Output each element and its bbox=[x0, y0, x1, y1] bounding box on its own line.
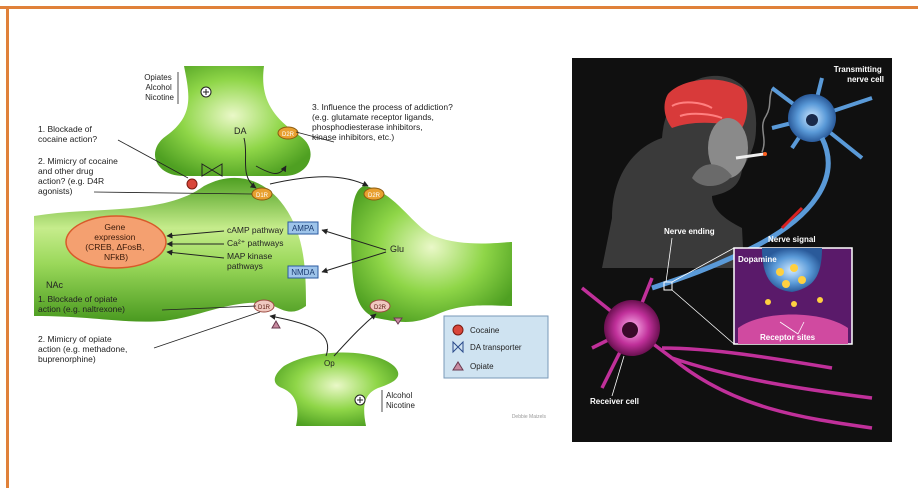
dopamine-label: DA bbox=[234, 126, 247, 136]
nerve-illustration: Transmitting nerve cell Nerve ending Ner… bbox=[572, 58, 892, 442]
legend-transporter-label: DA transporter bbox=[470, 343, 522, 352]
synapse-diagram-svg: Gene expression (CREB, ΔFosB, NFkB) cAMP… bbox=[34, 66, 554, 426]
d-label: D2R bbox=[368, 193, 381, 199]
cocaine-mimicry-line-2: and other drug bbox=[38, 166, 94, 176]
nerve-signal-label: Nerve signal bbox=[768, 235, 816, 244]
top-input-alcohol: Alcohol bbox=[146, 83, 172, 92]
credit-text: Debbie Maizels bbox=[512, 414, 547, 420]
gene-line-4: NFkB) bbox=[104, 252, 128, 262]
ampa-label: AMPA bbox=[292, 224, 315, 233]
nac-label: NAc bbox=[46, 280, 64, 290]
opiate-blockade-line-1: 1. Blockade of opiate bbox=[38, 294, 118, 304]
pathway-camp: cAMP pathway bbox=[227, 225, 284, 235]
gene-line-3: (CREB, ΔFosB, bbox=[85, 242, 144, 252]
glu-label: Glu bbox=[390, 244, 404, 254]
top-input-nicotine: Nicotine bbox=[145, 93, 174, 102]
cocaine-mimicry-line-3: action? (e.g. D4R bbox=[38, 176, 104, 186]
pathway-map-2: pathways bbox=[227, 261, 263, 271]
opiate-blockade-line-2: action (e.g. naltrexone) bbox=[38, 304, 125, 314]
bottom-input-nicotine: Nicotine bbox=[386, 401, 415, 410]
d-label: D2R bbox=[374, 305, 387, 311]
svg-text:Alcohol Nicotine: Alcohol Nicotine bbox=[386, 391, 415, 410]
frame-top-border bbox=[0, 6, 918, 9]
cocaine-blockade-line-1: 1. Blockade of bbox=[38, 124, 93, 134]
cocaine-molecule-icon bbox=[187, 179, 197, 189]
svg-text:1. Blockade of opiate acti: 1. Blockade of opiate action (e.g. naltr… bbox=[38, 294, 125, 314]
top-input-opiates: Opiates bbox=[144, 73, 172, 82]
dopamine-label: Dopamine bbox=[738, 255, 777, 264]
d-label: D2R bbox=[282, 132, 295, 138]
cocaine-mimicry-line-1: 2. Mimicry of cocaine bbox=[38, 156, 118, 166]
receptor-sites-label: Receptor sites bbox=[760, 333, 816, 342]
addiction-influence-line-3: phosphodiesterase inhibitors, bbox=[312, 122, 423, 132]
transmitting-label-1: Transmitting bbox=[834, 65, 882, 74]
synapse-diagram: Gene expression (CREB, ΔFosB, NFkB) cAMP… bbox=[34, 66, 554, 426]
nerve-ending-label: Nerve ending bbox=[664, 227, 715, 236]
d-label: D1R bbox=[256, 193, 269, 199]
cocaine-mimicry-line-4: agonists) bbox=[38, 186, 73, 196]
cocaine-blockade-line-2: cocaine action? bbox=[38, 134, 97, 144]
opiate-mimicry-line-1: 2. Mimicry of opiate bbox=[38, 334, 112, 344]
op-label: Op bbox=[324, 359, 335, 368]
bottom-terminal bbox=[275, 353, 399, 427]
d-label: D1R bbox=[258, 305, 271, 311]
bottom-input-alcohol: Alcohol bbox=[386, 391, 412, 400]
legend-cocaine-label: Cocaine bbox=[470, 326, 500, 335]
legend-opiate-label: Opiate bbox=[470, 362, 494, 371]
transmitting-label-2: nerve cell bbox=[847, 75, 884, 84]
svg-text:2. Mimicry of opiate actio: 2. Mimicry of opiate action (e.g. methad… bbox=[38, 334, 130, 364]
opiate-mimicry-line-3: buprenorphine) bbox=[38, 354, 96, 364]
svg-text:1. Blockade of cocaine act: 1. Blockade of cocaine action? bbox=[38, 124, 97, 144]
frame-left-border bbox=[6, 6, 9, 488]
svg-text:Opiates Alcohol Nicoti: Opiates Alcohol Nicotine bbox=[144, 73, 174, 102]
gene-line-1: Gene bbox=[104, 222, 125, 232]
opiate-triangle-icon bbox=[272, 321, 280, 328]
addiction-influence-line-2: (e.g. glutamate receptor ligands, bbox=[312, 112, 434, 122]
addiction-influence-line-4: kinase inhibitors, etc.) bbox=[312, 132, 394, 142]
receiver-cell-label: Receiver cell bbox=[590, 397, 639, 406]
svg-text:2. Mimicry of cocaine and: 2. Mimicry of cocaine and other drug act… bbox=[38, 156, 120, 196]
nmda-label: NMDA bbox=[291, 268, 315, 277]
gene-line-2: expression bbox=[94, 232, 135, 242]
legend-cocaine-icon bbox=[453, 325, 463, 335]
pathway-ca: Ca²⁺ pathways bbox=[227, 238, 283, 248]
addiction-influence-line-1: 3. Influence the process of addiction? bbox=[312, 102, 453, 112]
svg-text:3. Influence the process of ad: 3. Influence the process of addiction? (… bbox=[312, 102, 455, 142]
pathway-map: MAP kinase bbox=[227, 251, 272, 261]
opiate-mimicry-line-2: action (e.g. methadone, bbox=[38, 344, 127, 354]
nerve-illustration-svg: Transmitting nerve cell Nerve ending Ner… bbox=[572, 58, 892, 442]
